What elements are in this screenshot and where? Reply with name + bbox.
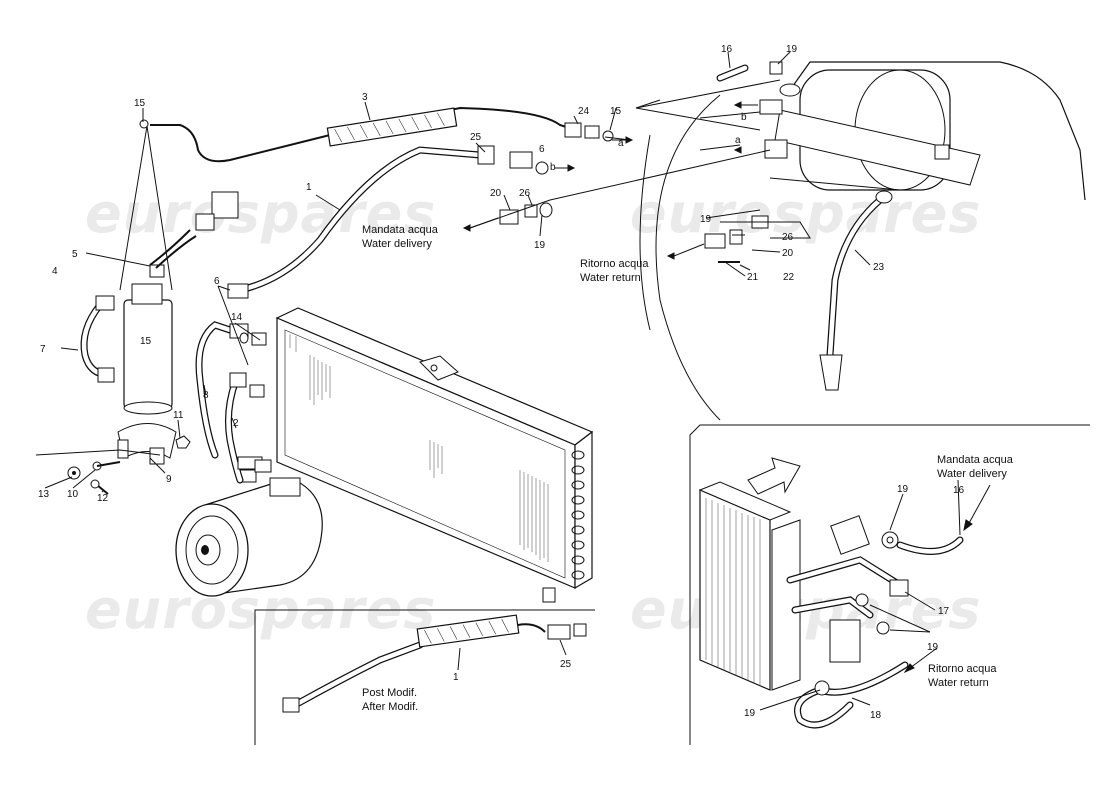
- condenser: [275, 307, 594, 603]
- callout-19: 19: [897, 484, 909, 495]
- callout-19: 19: [786, 44, 798, 55]
- caption-water-delivery: Mandata acqua: [362, 224, 439, 236]
- hose-1: [227, 145, 549, 299]
- callout-6: 6: [214, 276, 220, 287]
- water-fittings-right: [704, 215, 769, 263]
- pipe-3: [139, 106, 614, 163]
- callout-17: 17: [938, 606, 950, 617]
- callout-22: 22: [783, 272, 795, 283]
- callout-10: 10: [67, 489, 79, 500]
- watermark: eurospares: [630, 182, 981, 245]
- callout-19: 19: [927, 642, 939, 653]
- callout-11: 11: [173, 410, 184, 421]
- callout-18: 18: [870, 710, 882, 721]
- callout-19: 19: [700, 214, 712, 225]
- callout-4: 4: [52, 266, 58, 277]
- caption-inset-water-return-en: Water return: [928, 677, 989, 689]
- callout-numbers: 15 3 1 5 4 15 7 6 14 8 2 11 9 13 10 12 2…: [38, 44, 965, 721]
- caption-water-return-en: Water return: [580, 272, 641, 284]
- callout-15: 15: [610, 106, 622, 117]
- callout-25: 25: [560, 659, 572, 670]
- caption-water-delivery-en: Water delivery: [362, 238, 432, 250]
- callout-16: 16: [721, 44, 733, 55]
- callout-24: 24: [578, 106, 590, 117]
- evaporator-inset-panel: [689, 424, 1090, 745]
- callout-b: b: [741, 112, 747, 123]
- callout-b: b: [550, 162, 556, 173]
- callout-26: 26: [782, 232, 794, 243]
- callout-21: 21: [747, 272, 759, 283]
- caption-after-modif: After Modif.: [362, 701, 418, 713]
- callout-14: 14: [231, 312, 243, 323]
- hose-23: [819, 190, 893, 391]
- callout-a: a: [735, 135, 741, 146]
- callout-5: 5: [72, 249, 78, 260]
- callout-8: 8: [203, 390, 209, 401]
- callout-12: 12: [97, 493, 109, 504]
- callout-7: 7: [40, 344, 46, 355]
- callout-2: 2: [233, 418, 239, 429]
- callout-19: 19: [744, 708, 756, 719]
- callout-3: 3: [362, 92, 368, 103]
- callout-16: 16: [953, 485, 965, 496]
- callout-19: 19: [534, 240, 546, 251]
- callout-15: 15: [134, 98, 146, 109]
- captions: Mandata acqua Water delivery Ritorno acq…: [362, 224, 1014, 713]
- callout-23: 23: [873, 262, 885, 273]
- callout-15: 15: [140, 336, 152, 347]
- caption-inset-water-delivery-en: Water delivery: [937, 468, 1007, 480]
- callout-13: 13: [38, 489, 50, 500]
- direction-arrows: [462, 101, 991, 674]
- caption-post-modif: Post Modif.: [362, 687, 417, 699]
- callout-20: 20: [782, 248, 794, 259]
- callout-26: 26: [519, 188, 531, 199]
- heater-unit: [716, 61, 1086, 201]
- leader-lines: [35, 51, 961, 711]
- water-fittings-mid: [469, 202, 553, 229]
- callout-1: 1: [306, 182, 312, 193]
- compressor: [175, 469, 323, 597]
- receiver-drier: [80, 191, 239, 465]
- callout-25: 25: [470, 132, 482, 143]
- watermark: eurospares: [85, 182, 436, 245]
- callout-1: 1: [453, 672, 459, 683]
- callout-9: 9: [166, 474, 172, 485]
- post-modification-panel: [254, 609, 595, 745]
- callout-6: 6: [539, 144, 545, 155]
- caption-inset-water-delivery: Mandata acqua: [937, 454, 1014, 466]
- callout-20: 20: [490, 188, 502, 199]
- callout-a: a: [618, 138, 624, 149]
- pipe-2: [225, 372, 263, 484]
- caption-inset-water-return: Ritorno acqua: [928, 663, 997, 675]
- caption-water-return: Ritorno acqua: [580, 258, 649, 270]
- fasteners: [67, 435, 191, 495]
